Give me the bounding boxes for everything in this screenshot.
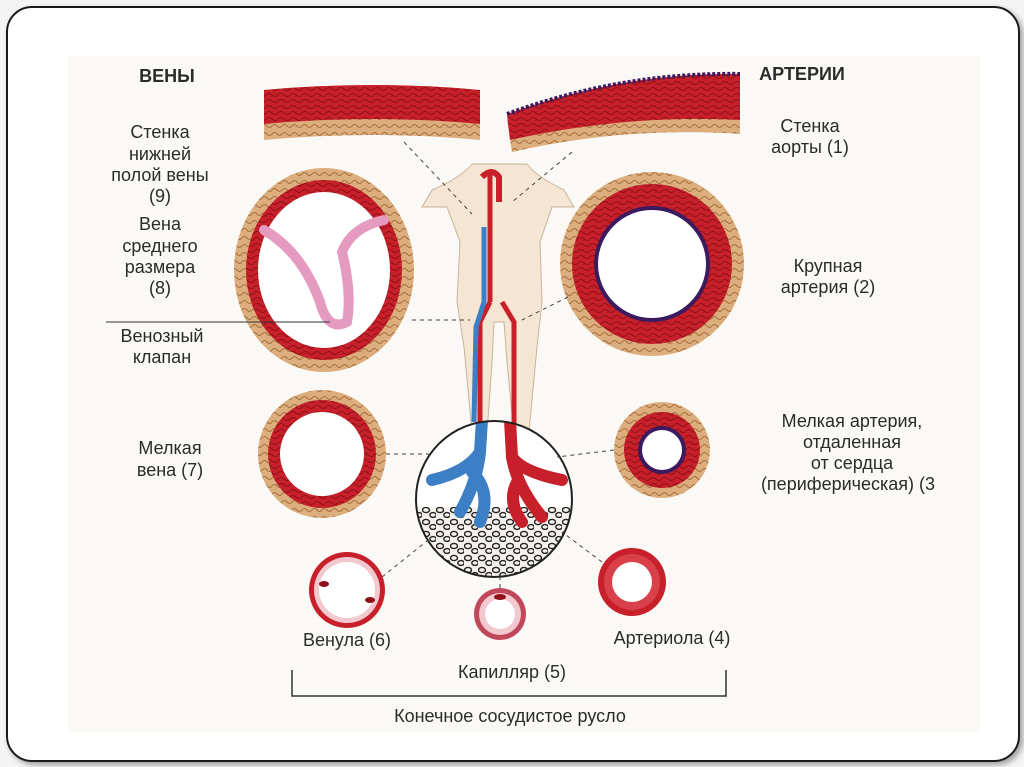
svg-text:нижней: нижней	[129, 144, 191, 164]
svg-text:Вена: Вена	[139, 214, 182, 234]
svg-text:аорты (1): аорты (1)	[771, 137, 849, 157]
svg-text:(8): (8)	[149, 278, 171, 298]
svg-text:Мелкая артерия,: Мелкая артерия,	[782, 411, 923, 431]
svg-text:клапан: клапан	[133, 347, 191, 367]
small-artery-cross-section	[614, 402, 710, 498]
label-large-artery: Крупная артерия (2)	[781, 256, 876, 297]
svg-text:среднего: среднего	[122, 236, 197, 256]
label-vena-cava-wall: Стенка нижней полой вены (9)	[111, 122, 208, 206]
label-venule: Венула (6)	[303, 630, 391, 650]
label-venous-valve: Венозный клапан	[121, 326, 204, 367]
aorta-wall-strip	[506, 71, 741, 152]
slide: ВЕНЫ АРТЕРИИ	[6, 6, 1020, 762]
terminal-bed-bracket	[291, 670, 727, 697]
svg-text:(периферическая) (3: (периферическая) (3	[761, 474, 935, 494]
label-medium-vein: Вена среднего размера (8)	[122, 214, 197, 298]
svg-text:от сердца: от сердца	[811, 453, 894, 473]
arteries-header: АРТЕРИИ	[759, 64, 845, 84]
svg-text:Мелкая: Мелкая	[138, 438, 201, 458]
label-small-vein: Мелкая вена (7)	[137, 438, 203, 480]
arteriole-cross-section	[598, 548, 666, 616]
label-small-artery: Мелкая артерия, отдаленная от сердца (пе…	[761, 411, 935, 494]
blood-vessel-diagram: ВЕНЫ АРТЕРИИ	[106, 64, 935, 726]
veins-header: ВЕНЫ	[139, 66, 195, 86]
svg-text:размера: размера	[125, 257, 196, 277]
body-silhouette	[421, 163, 575, 435]
venous-valve-shape	[259, 215, 389, 330]
capillary-cross-section	[474, 588, 526, 640]
small-vein-cross-section	[258, 390, 386, 518]
venule-cross-section	[309, 552, 385, 628]
capillary-bed-magnified	[415, 420, 573, 578]
svg-text:Стенка: Стенка	[780, 116, 840, 136]
svg-text:полой вены: полой вены	[111, 165, 208, 185]
label-terminal-bed: Конечное сосудистое русло	[394, 706, 626, 726]
large-artery-cross-section	[560, 172, 744, 356]
svg-text:Крупная: Крупная	[794, 256, 863, 276]
medium-vein-cross-section	[234, 168, 414, 372]
vena-cava-wall-strip	[264, 85, 480, 140]
svg-text:вена (7): вена (7)	[137, 460, 203, 480]
label-arteriole: Артериола (4)	[614, 628, 731, 648]
label-aorta-wall: Стенка аорты (1)	[771, 116, 849, 157]
label-capillary: Капилляр (5)	[458, 662, 566, 682]
svg-text:(9): (9)	[149, 186, 171, 206]
svg-text:артерия (2): артерия (2)	[781, 277, 876, 297]
svg-text:Венозный: Венозный	[121, 326, 204, 346]
svg-text:отдаленная: отдаленная	[803, 432, 901, 452]
leader-lines	[106, 141, 615, 588]
svg-text:Стенка: Стенка	[130, 122, 190, 142]
